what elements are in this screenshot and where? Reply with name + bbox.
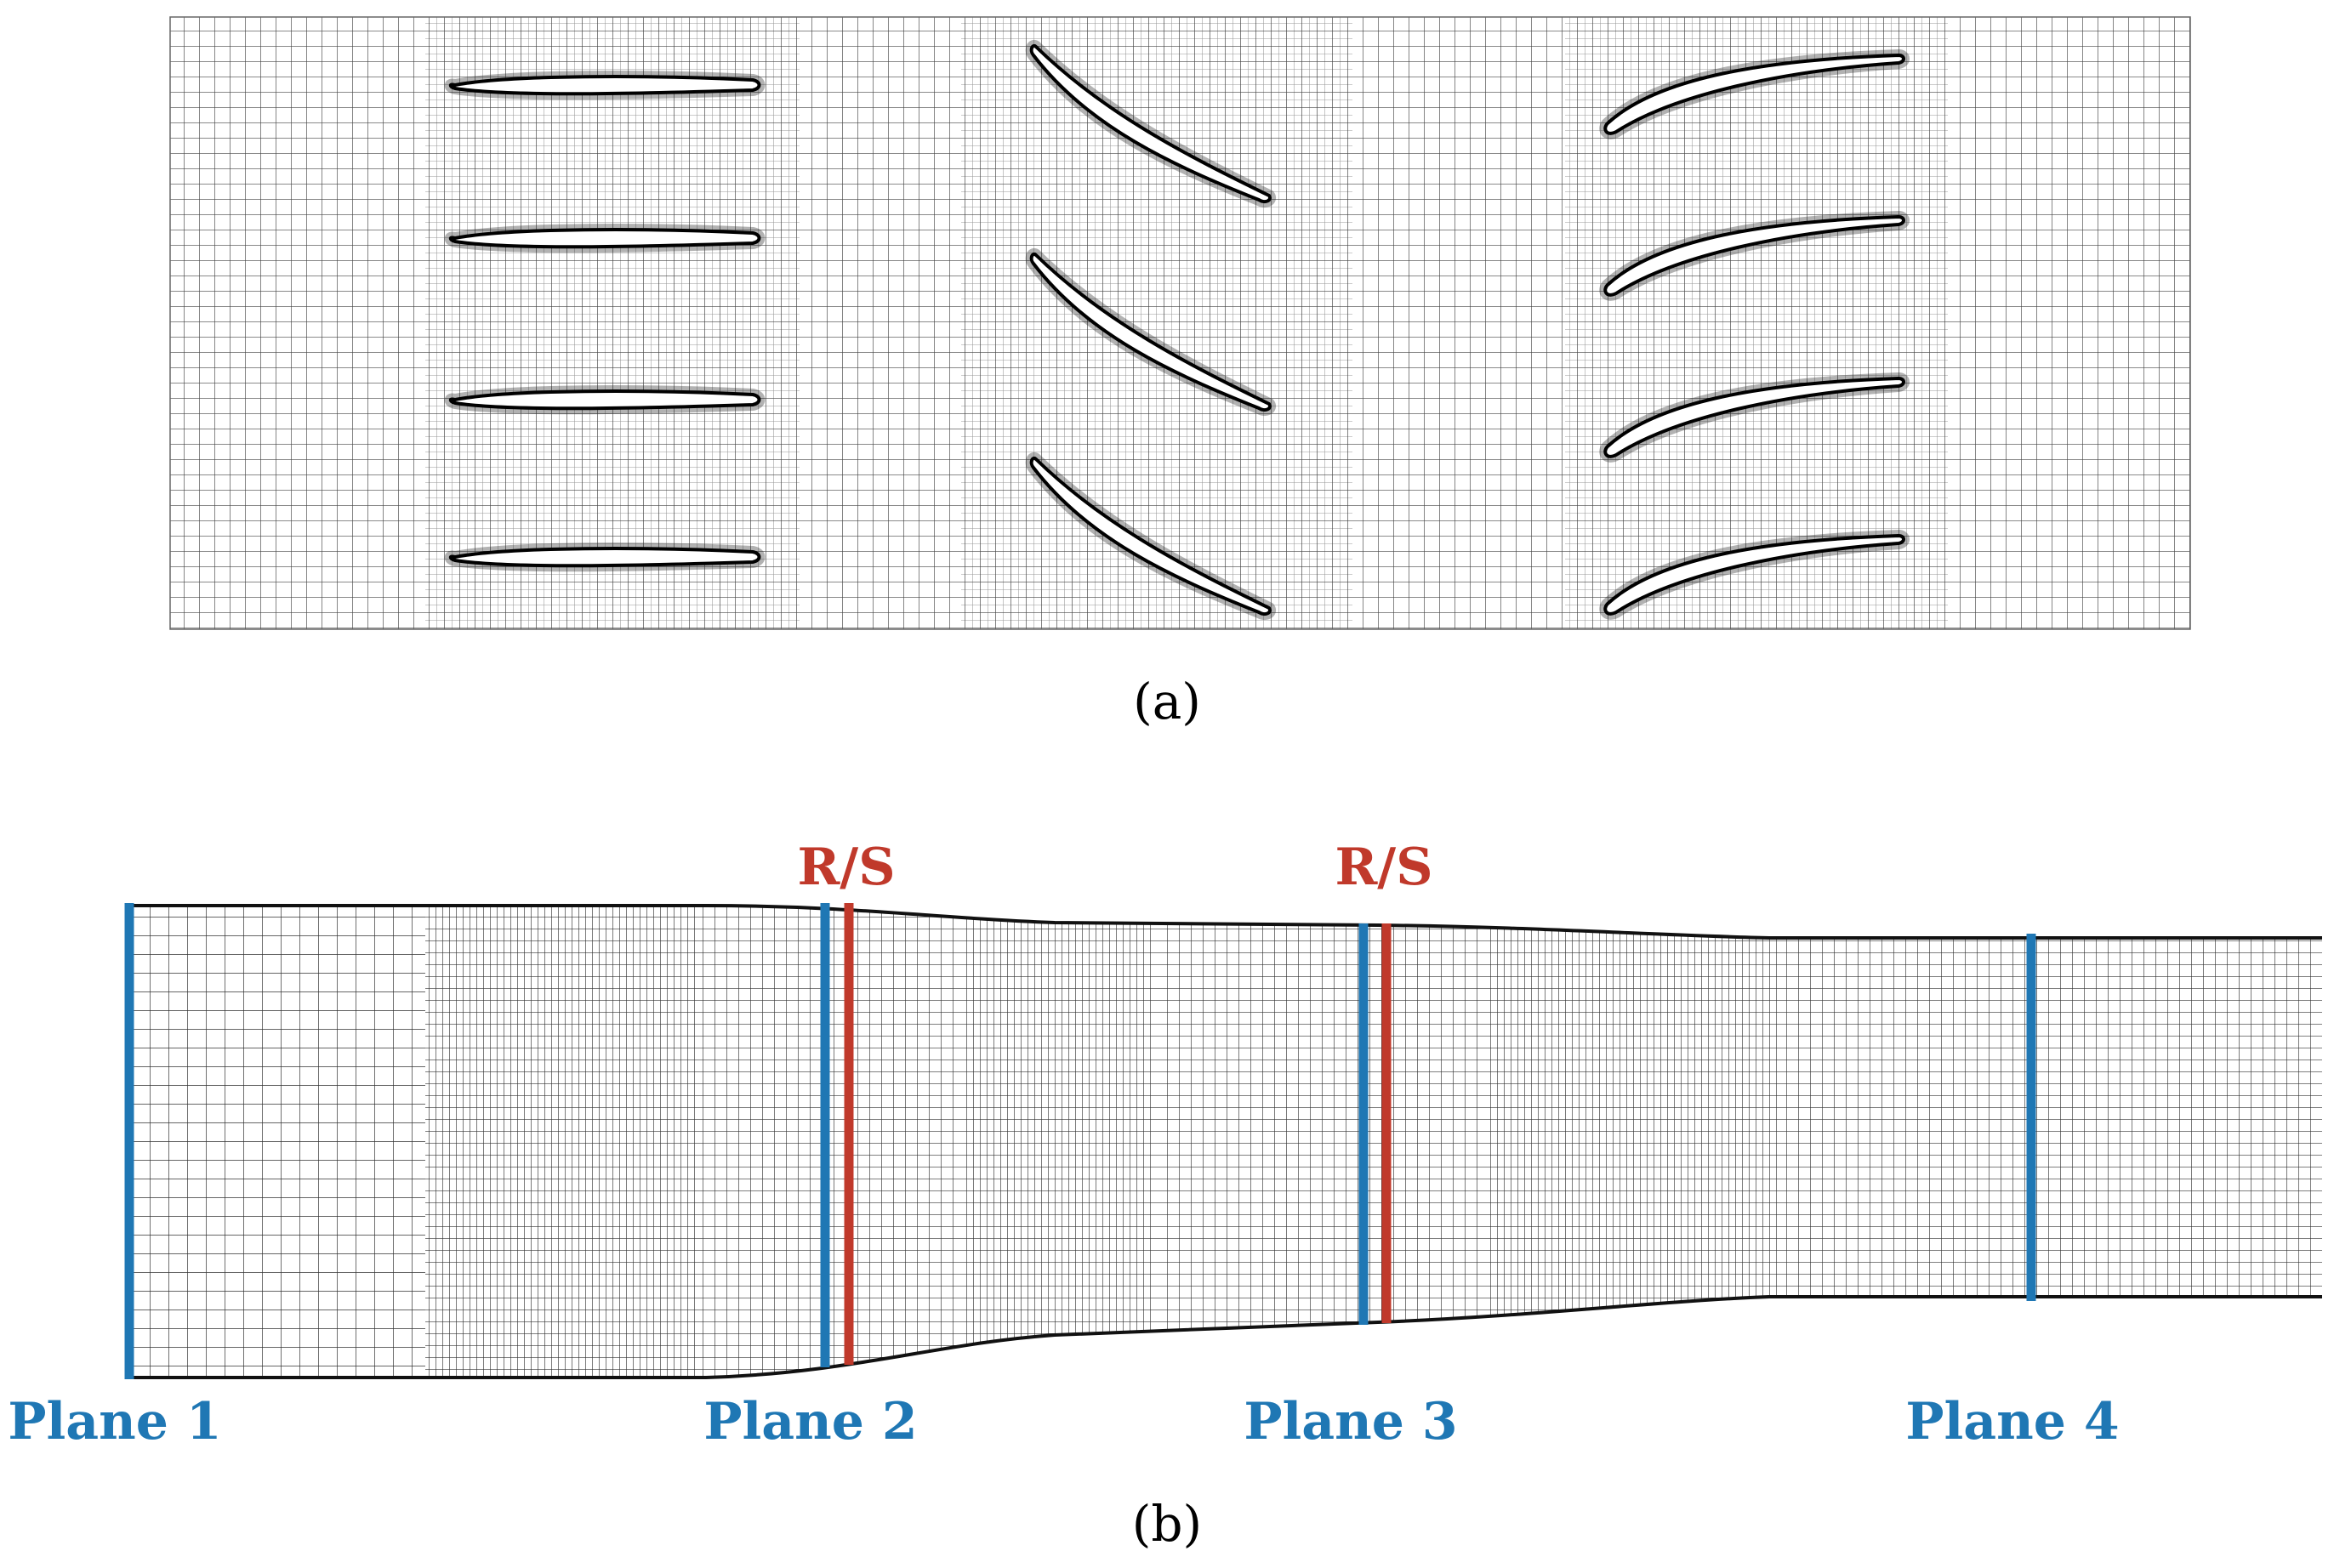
- blade-profile: [1603, 214, 1905, 297]
- blade-profile: [1603, 376, 1905, 458]
- interface-label-2: R/S: [1335, 838, 1432, 897]
- blade-profile: [448, 389, 761, 411]
- blade-profile: [1603, 53, 1905, 135]
- plane-label-2: Plane 2: [703, 1392, 917, 1452]
- blade-profile: [1603, 533, 1905, 616]
- blade-profile: [448, 547, 761, 568]
- caption-b: (b): [1132, 1495, 1202, 1553]
- blade-profile: [1029, 457, 1272, 616]
- blade-profile: [1029, 44, 1272, 204]
- mesh-zone-rotor1: [425, 906, 697, 1378]
- mesh-zone-rotor2: [1489, 906, 1778, 1378]
- blade-rows: [444, 40, 1910, 621]
- interface-label-1: R/S: [797, 838, 895, 897]
- mesh-zone-row-1: [425, 17, 800, 629]
- duct-mesh: [128, 906, 2322, 1378]
- plane-label-4: Plane 4: [1905, 1392, 2119, 1452]
- mesh-zone-inlet: [128, 906, 425, 1378]
- plane-label-1: Plane 1: [8, 1392, 221, 1452]
- mesh-zone-outlet: [1778, 906, 2322, 1378]
- blade-profile: [448, 75, 761, 96]
- mesh-zone-stator: [961, 906, 1157, 1378]
- caption-a: (a): [1133, 673, 1201, 730]
- mesh-zone-gap2: [1157, 906, 1489, 1378]
- mesh-zone-row-2: [961, 17, 1352, 629]
- panel-b: R/S R/S Plane 1 Plane 2 Plane 3 Plane 4 …: [8, 838, 2322, 1553]
- panel-a: (a): [169, 16, 2191, 730]
- plane-label-3: Plane 3: [1244, 1392, 1457, 1452]
- mesh-border: [169, 16, 2191, 630]
- blade-profile: [448, 228, 761, 249]
- blade-profile: [1029, 253, 1272, 412]
